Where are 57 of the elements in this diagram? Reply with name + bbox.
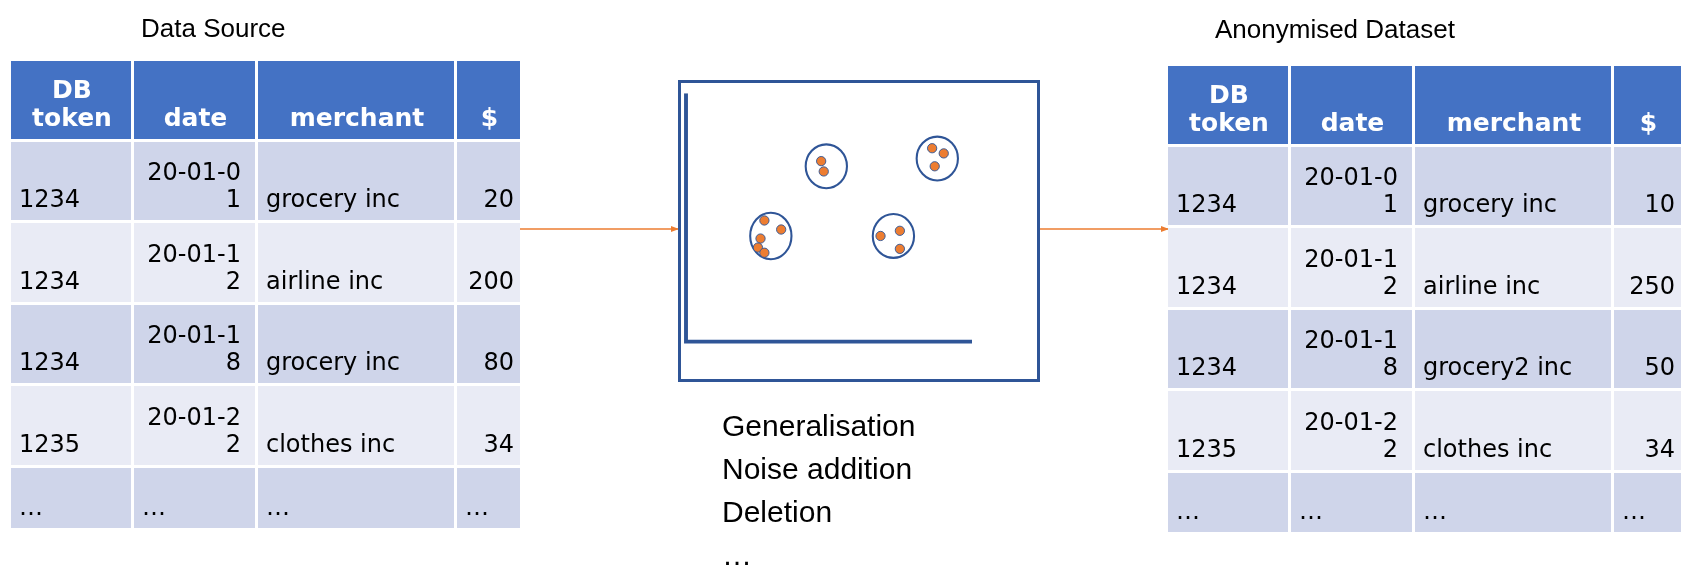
table-cell: …: [134, 468, 255, 528]
table-cell: …: [11, 468, 131, 528]
table-cell: airline inc: [258, 223, 454, 302]
table-cell: 20: [457, 142, 520, 220]
picture-frame: [678, 80, 1040, 382]
table-cell: …: [1614, 473, 1681, 532]
table-cell: 1234: [1168, 147, 1288, 225]
table-cell: …: [258, 468, 454, 528]
column-header: date: [1291, 66, 1412, 144]
table-cell: 1234: [11, 142, 131, 220]
column-header: merchant: [258, 61, 454, 139]
table-cell: …: [457, 468, 520, 528]
column-header: $: [457, 61, 520, 139]
table-cell: 80: [457, 305, 520, 383]
table-cell: grocery inc: [258, 305, 454, 383]
column-header: DB token: [1168, 66, 1288, 144]
table-cell: 50: [1614, 310, 1681, 388]
table-title: Data Source: [141, 13, 286, 44]
table-title: Anonymised Dataset: [1215, 14, 1455, 45]
table-cell: 20-01-22: [134, 386, 255, 465]
arrow: [519, 226, 679, 232]
column-header: DB token: [11, 61, 131, 139]
table-cell: 20-01-22: [1291, 391, 1412, 470]
table-cell: grocery2 inc: [1415, 310, 1611, 388]
table-cell: 1234: [11, 223, 131, 302]
column-header: merchant: [1415, 66, 1611, 144]
table-cell: 20-01-01: [134, 142, 255, 220]
table-cell: …: [1415, 473, 1611, 532]
table-cell: 1234: [1168, 310, 1288, 388]
column-header: date: [134, 61, 255, 139]
table-cell: 1235: [11, 386, 131, 465]
table-cell: …: [1168, 473, 1288, 532]
table-cell: airline inc: [1415, 228, 1611, 307]
method-label: Generalisation: [722, 408, 916, 444]
method-label: Deletion: [722, 494, 834, 530]
table-cell: 20-01-18: [1291, 310, 1412, 388]
table-cell: 250: [1614, 228, 1681, 307]
table-cell: 1234: [1168, 228, 1288, 307]
method-label: …: [722, 537, 753, 567]
method-label: Noise addition: [722, 451, 914, 487]
table-cell: 20-01-12: [134, 223, 255, 302]
column-header: $: [1614, 66, 1681, 144]
table-cell: 34: [457, 386, 520, 465]
table-cell: 200: [457, 223, 520, 302]
table-cell: grocery inc: [1415, 147, 1611, 225]
table-cell: clothes inc: [258, 386, 454, 465]
table-cell: 1235: [1168, 391, 1288, 470]
table-cell: 10: [1614, 147, 1681, 225]
table-cell: grocery inc: [258, 142, 454, 220]
table-cell: 34: [1614, 391, 1681, 470]
table-cell: 20-01-01: [1291, 147, 1412, 225]
table-cell: clothes inc: [1415, 391, 1611, 470]
table-cell: 20-01-18: [134, 305, 255, 383]
table-cell: …: [1291, 473, 1412, 532]
table-cell: 20-01-12: [1291, 228, 1412, 307]
table-cell: 1234: [11, 305, 131, 383]
arrow: [1039, 226, 1169, 232]
